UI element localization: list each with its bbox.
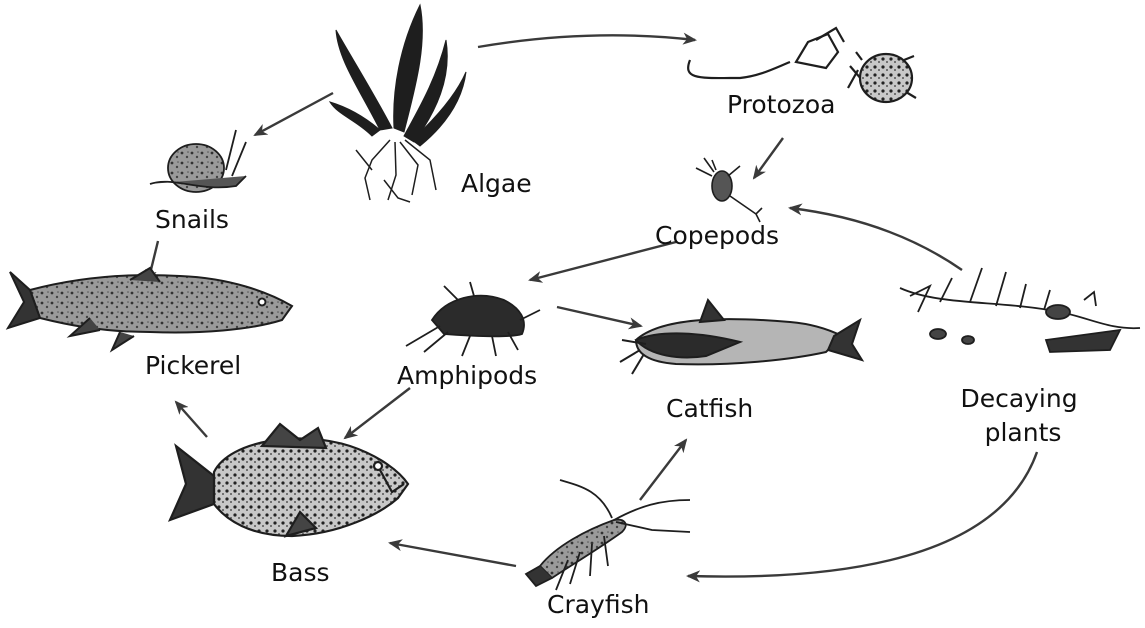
label-catfish: Catfish [666, 394, 753, 423]
arrow-amphipods-to-catfish [557, 307, 641, 326]
arrow-algae-to-protozoa [478, 35, 695, 47]
arrow-bass-to-pickerel [176, 402, 207, 437]
label-crayfish: Crayfish [547, 590, 649, 619]
label-pickerel: Pickerel [145, 351, 241, 380]
arrow-protozoa-to-copepods [754, 138, 783, 178]
snail-illustration [150, 130, 246, 192]
arrow-crayfish-to-bass [390, 543, 516, 566]
labels: Algae Protozoa Snails Copepods Pickerel … [145, 90, 1086, 619]
label-decaying-line1: Decaying [960, 384, 1077, 413]
pickerel-illustration [8, 268, 292, 350]
algae-illustration [330, 5, 466, 202]
copepod-illustration [696, 158, 762, 222]
amphipod-illustration [406, 282, 540, 356]
label-copepods: Copepods [655, 221, 779, 250]
label-amphipods: Amphipods [397, 361, 537, 390]
label-bass: Bass [271, 558, 330, 587]
catfish-illustration [620, 300, 862, 374]
decaying-plants-illustration [900, 268, 1140, 352]
arrow-amphipods-to-bass [345, 388, 410, 438]
label-snails: Snails [155, 205, 229, 234]
label-decaying-plants: Decaying plants [960, 384, 1085, 447]
bass-illustration [170, 424, 408, 536]
label-decaying-line2: plants [985, 418, 1062, 447]
arrow-crayfish-to-catfish [640, 440, 686, 500]
arrow-decaying-to-crayfish [688, 452, 1037, 577]
crayfish-illustration [526, 480, 690, 590]
arrow-algae-to-snails [255, 93, 333, 135]
label-protozoa: Protozoa [727, 90, 836, 119]
arrow-decaying-to-copepods [790, 208, 962, 270]
label-algae: Algae [461, 169, 532, 198]
